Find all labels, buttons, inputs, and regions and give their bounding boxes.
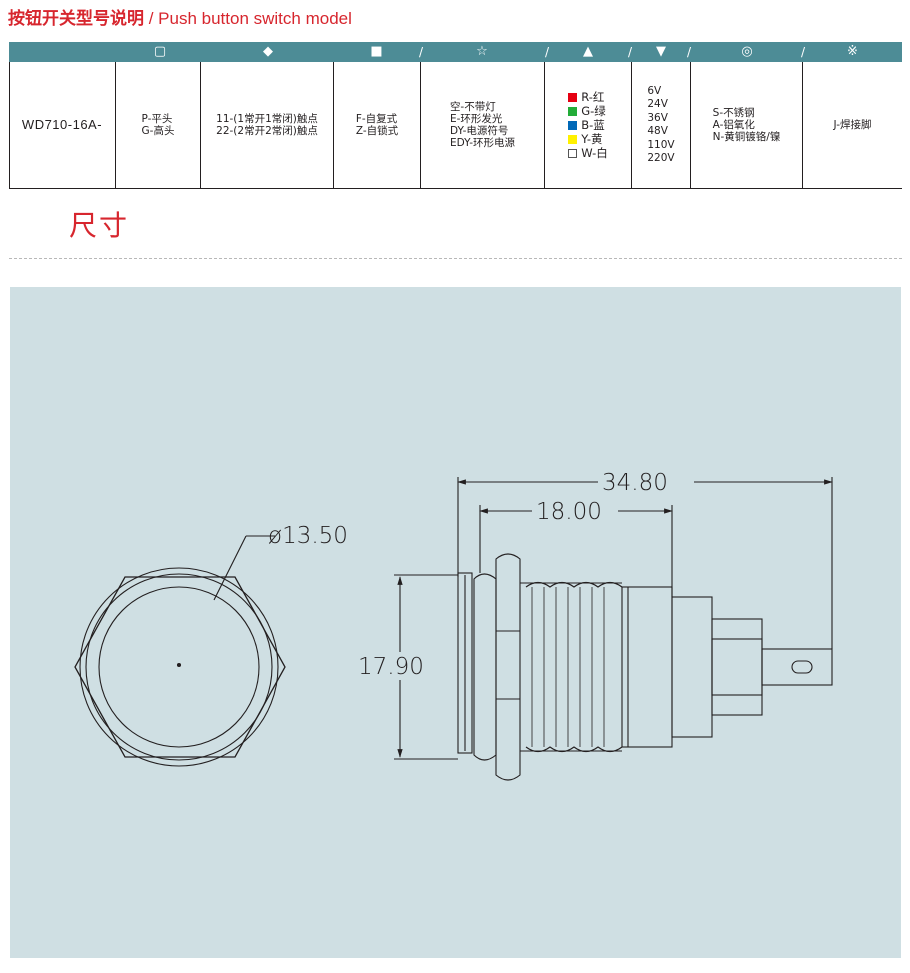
header-symbol-5: ▲ <box>583 44 593 59</box>
section-title: 尺寸 <box>69 209 130 242</box>
table-header: ▢ ◆ ■ / ☆ / ▲ / ▼ / ◎ / ※ <box>9 42 902 62</box>
color-options: R-红 G-绿 B-蓝 Y-黄 W-白 <box>568 90 608 160</box>
header-symbol-6: ▼ <box>656 44 666 59</box>
green-swatch <box>568 106 578 116</box>
color-option-white: W-白 <box>568 146 608 160</box>
title-en: / Push button switch model <box>144 9 352 28</box>
page-title: 按钮开关型号说明 / Push button switch model <box>8 8 352 30</box>
cell-divider <box>115 62 116 188</box>
technical-drawing: 34.80 18.00 ø13.50 17.90 <box>74 467 833 781</box>
thread-length-label: 18.00 <box>536 499 602 525</box>
cell-divider <box>631 62 632 188</box>
overall-length-label: 34.80 <box>602 470 668 496</box>
cell-divider <box>420 62 421 188</box>
cell-divider <box>802 62 803 188</box>
header-symbol-3: ■ <box>370 44 383 59</box>
header-symbol-1: ▢ <box>153 44 167 59</box>
height-label: 17.90 <box>358 654 424 680</box>
diameter-label: ø13.50 <box>268 523 348 549</box>
yellow-swatch <box>568 134 578 144</box>
red-swatch <box>568 92 578 102</box>
color-option-green: G-绿 <box>568 104 608 118</box>
color-option-yellow: Y-黄 <box>568 132 608 146</box>
color-option-red: R-红 <box>568 90 608 104</box>
dim-label-bg <box>598 467 694 495</box>
header-symbol-8: ※ <box>847 44 858 59</box>
dim-label-bg <box>356 652 440 680</box>
contact-options: 11-(1常开1常闭)触点 22-(2常开2常闭)触点 <box>216 113 318 137</box>
title-cn: 按钮开关型号说明 <box>8 9 144 29</box>
cell-divider <box>9 62 10 188</box>
side-view <box>457 553 833 781</box>
header-slash-3: / <box>628 45 633 59</box>
model-code: WD710-16A- <box>21 117 103 132</box>
table-row: WD710-16A- P-平头 G-高头 11-(1常开1常闭)触点 22-(2… <box>9 62 902 189</box>
front-view <box>74 535 286 767</box>
cell-divider <box>690 62 691 188</box>
header-slash-1: / <box>419 45 424 59</box>
header-symbol-4: ☆ <box>476 44 488 59</box>
white-swatch <box>568 148 578 158</box>
terminal-options: J-焊接脚 <box>833 119 872 131</box>
header-slash-5: / <box>801 45 806 59</box>
blue-swatch <box>568 120 578 130</box>
header-symbol-2: ◆ <box>263 44 273 59</box>
lamp-options: 空-不带灯 E-环形发光 DY-电源符号 EDY-环形电源 <box>449 101 516 149</box>
header-slash-4: / <box>687 45 692 59</box>
dimension-drawing: 34.80 18.00 ø13.50 17.90 <box>10 287 901 958</box>
section-divider <box>9 258 902 259</box>
cell-divider <box>200 62 201 188</box>
header-slash-2: / <box>545 45 550 59</box>
color-option-blue: B-蓝 <box>568 118 608 132</box>
cell-divider <box>544 62 545 188</box>
dim-label-bg <box>532 497 618 523</box>
material-options: S-不锈钢 A-铝氧化 N-黄铜镀铬/镍 <box>712 107 781 143</box>
action-options: F-自复式 Z-自锁式 <box>355 113 399 137</box>
voltage-options: 6V 24V 36V 48V 110V 220V <box>647 84 675 165</box>
model-table: ▢ ◆ ■ / ☆ / ▲ / ▼ / ◎ / ※ WD710-16A- P-平… <box>9 42 902 189</box>
head-type-options: P-平头 G-高头 <box>141 113 175 137</box>
diameter-leader-line <box>213 535 247 601</box>
cell-divider <box>333 62 334 188</box>
header-symbol-7: ◎ <box>741 44 753 59</box>
